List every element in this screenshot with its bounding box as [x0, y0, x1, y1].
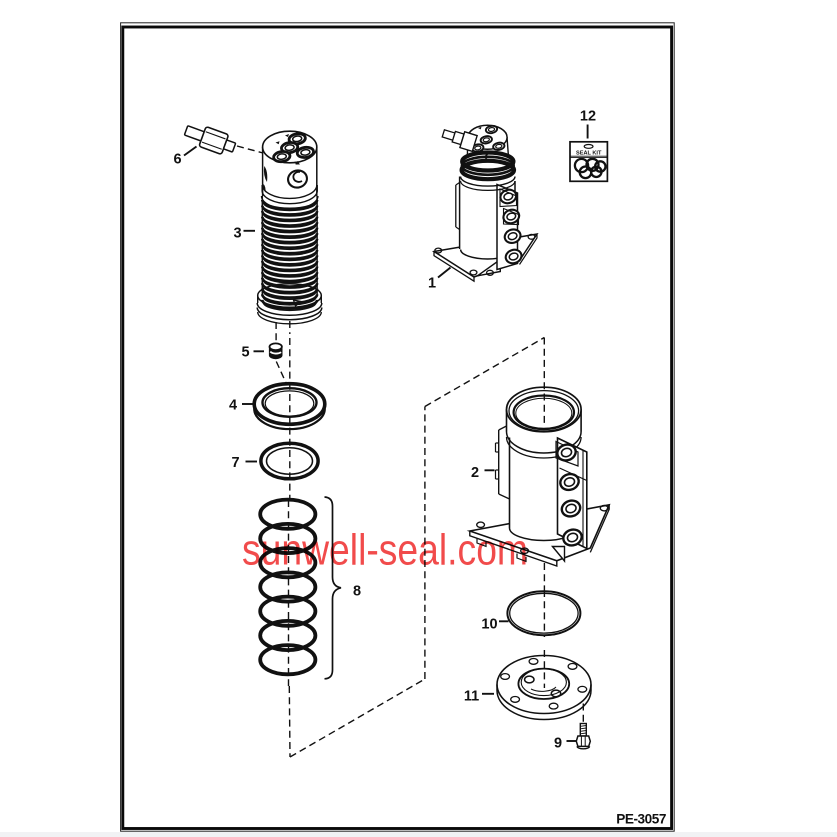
svg-text:6: 6 [173, 152, 181, 168]
svg-text:4: 4 [229, 398, 237, 414]
svg-text:SEAL KIT: SEAL KIT [576, 150, 602, 156]
svg-text:9: 9 [554, 736, 562, 752]
svg-text:2: 2 [471, 465, 479, 481]
svg-text:PE‑3057: PE‑3057 [616, 812, 666, 827]
svg-text:5: 5 [241, 345, 249, 361]
svg-text:12: 12 [580, 109, 596, 125]
svg-text:7: 7 [231, 455, 239, 471]
svg-text:3: 3 [233, 226, 241, 242]
svg-text:11: 11 [464, 689, 479, 705]
svg-text:10: 10 [481, 617, 497, 633]
svg-text:8: 8 [353, 584, 361, 600]
svg-text:1: 1 [428, 276, 436, 292]
svg-text:sunwell-seal.com: sunwell-seal.com [242, 526, 528, 575]
